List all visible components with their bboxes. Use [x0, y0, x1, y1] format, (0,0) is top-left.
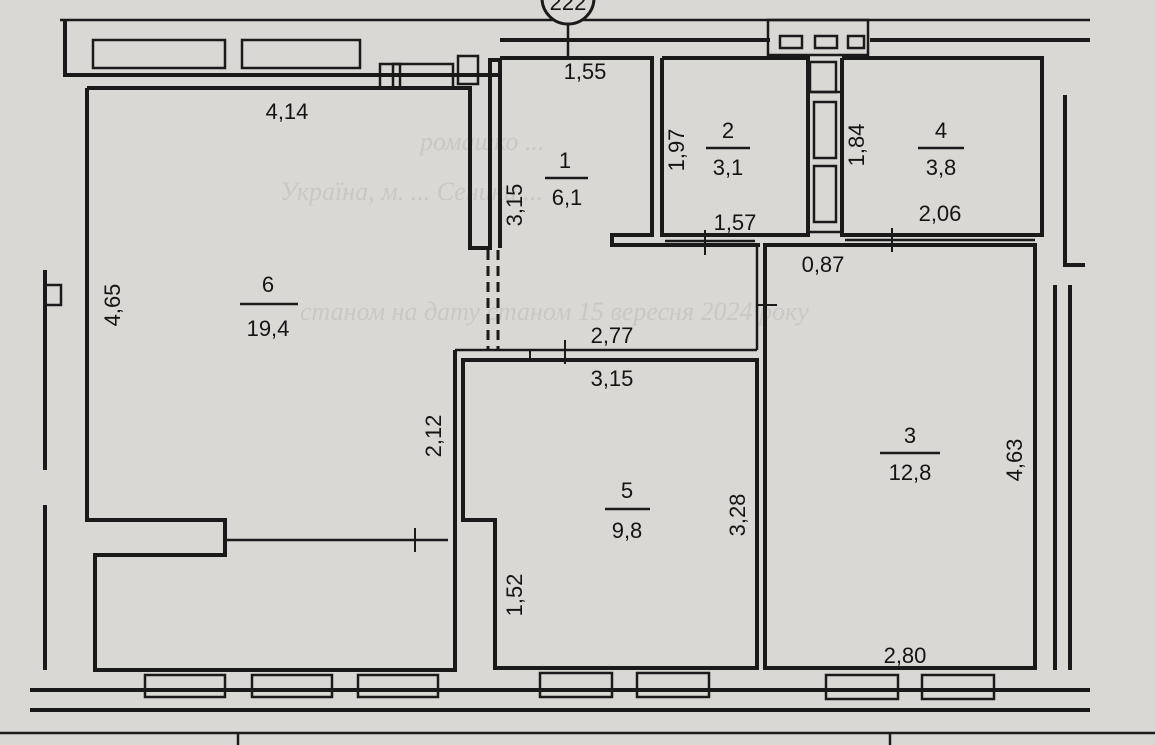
room-2-number: 2 [722, 118, 734, 143]
vent-3 [846, 34, 866, 50]
dimension-0-87: 0,87 [802, 252, 845, 277]
dimension-2-77: 2,77 [591, 323, 634, 348]
sink-fixture [808, 60, 838, 94]
window-top-middle [240, 38, 362, 70]
room-1-area: 6,1 [552, 185, 583, 210]
room-3-area: 12,8 [889, 460, 932, 485]
dimension-1-55: 1,55 [564, 59, 607, 84]
room-6-lower-walls [85, 88, 457, 672]
vent-block [766, 18, 870, 57]
room-4-walls [840, 56, 1044, 237]
room-4-number: 4 [935, 118, 947, 143]
dimension-3-15-horizontal: 3,15 [591, 366, 634, 391]
room-label-4: 4 3,8 [918, 118, 964, 180]
dimension-4-14: 4,14 [266, 99, 309, 124]
room-label-6: 6 19,4 [240, 272, 298, 341]
background-text-line-3: станом на дату станом 15 вересня 2024 ро… [300, 297, 809, 326]
window-top-left [91, 38, 227, 70]
dimension-2-80: 2,80 [884, 643, 927, 668]
plan-number: 222 [550, 0, 587, 15]
dimension-4-63: 4,63 [1002, 439, 1027, 482]
room-4-area: 3,8 [926, 155, 957, 180]
equipment-box-2 [391, 62, 455, 90]
room-label-1: 1 6,1 [545, 148, 588, 210]
room-1-number: 1 [559, 148, 571, 173]
room-6-area: 19,4 [247, 316, 290, 341]
room-2-area: 3,1 [713, 155, 744, 180]
dimension-3-15-vertical: 3,15 [502, 184, 527, 227]
background-text-line-2: ромашко ... [418, 127, 544, 156]
room-3-number: 3 [904, 423, 916, 448]
room-5-walls [461, 358, 759, 670]
room-1-walls [500, 56, 760, 247]
bottom-windows [143, 671, 996, 701]
room-label-5: 5 9,8 [605, 478, 650, 543]
room-6-number: 6 [262, 272, 274, 297]
dimension-3-28: 3,28 [725, 494, 750, 537]
room-2-walls [660, 56, 810, 237]
room-3-walls [763, 243, 1037, 670]
dimension-2-12: 2,12 [421, 415, 446, 458]
vent-1 [778, 34, 804, 50]
room-5-area: 9,8 [612, 518, 643, 543]
dimension-1-84: 1,84 [844, 124, 869, 167]
dimension-1-57: 1,57 [714, 210, 757, 235]
room-label-3: 3 12,8 [880, 423, 940, 485]
vent-2 [813, 34, 839, 50]
equipment-box-left [43, 283, 63, 307]
room-5-number: 5 [621, 478, 633, 503]
equipment-box-3 [456, 54, 480, 86]
dimension-1-97: 1,97 [664, 129, 689, 172]
outer-walls [30, 20, 1090, 712]
room-label-2: 2 3,1 [706, 118, 750, 180]
dimension-1-52: 1,52 [502, 574, 527, 617]
dimension-4-65: 4,65 [100, 284, 125, 327]
equipment-box-1 [378, 62, 402, 90]
dimension-2-06: 2,06 [919, 201, 962, 226]
